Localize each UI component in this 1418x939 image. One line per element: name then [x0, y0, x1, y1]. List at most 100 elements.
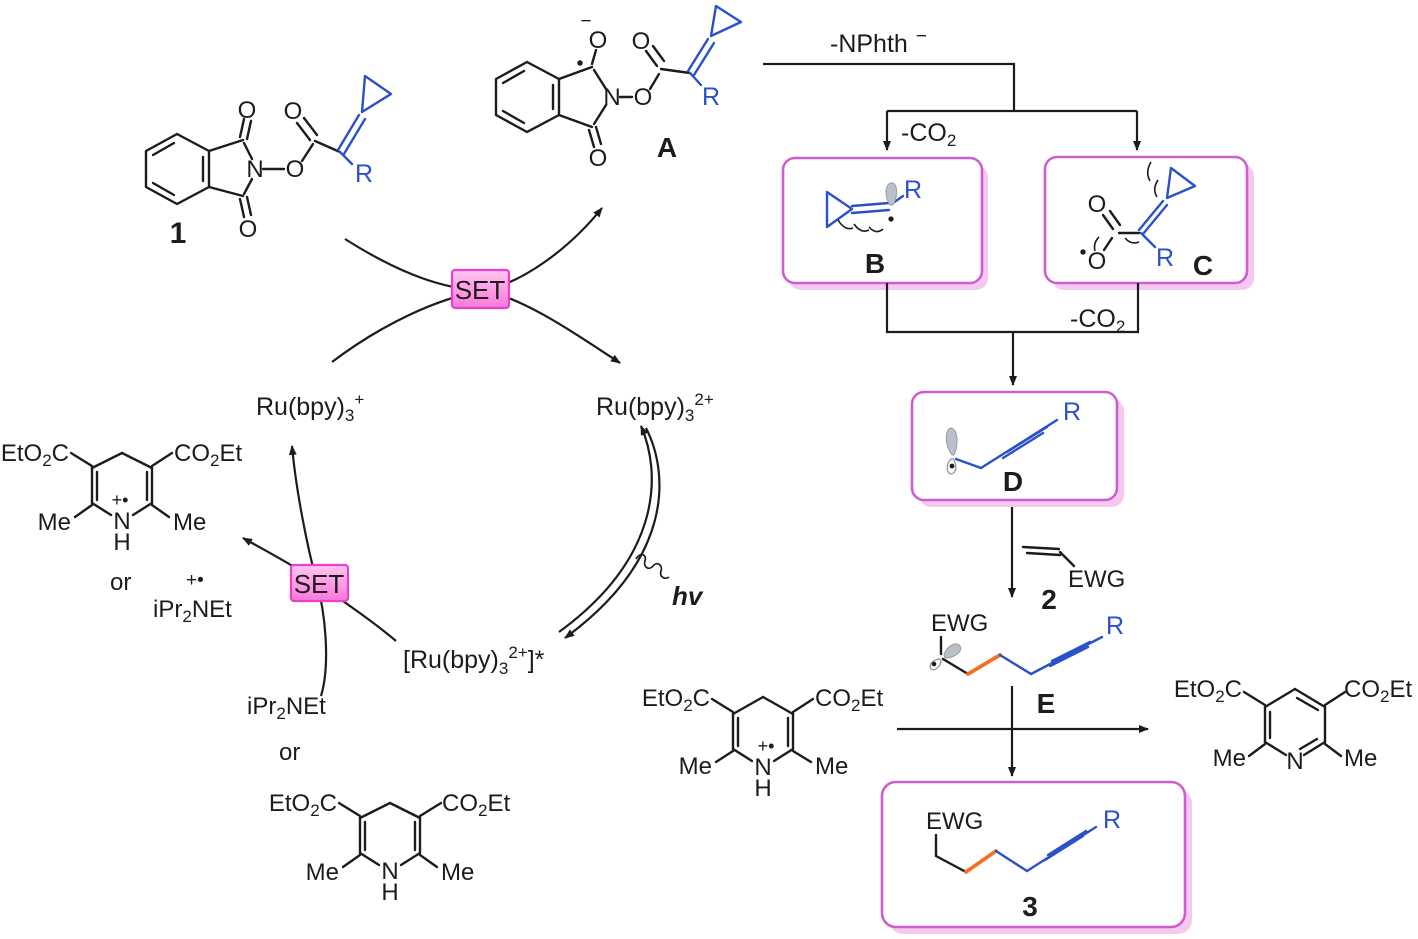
nphth-loss-label: -NPhth−: [830, 26, 927, 58]
intermediate-A-alkene-blue: [686, 4, 743, 87]
methyl-label: Me: [441, 859, 474, 886]
ester-label: EtO2C: [269, 790, 337, 820]
hv-label: hv: [672, 581, 704, 611]
compound-1-alkene-blue: [336, 74, 393, 166]
intermediate-B-box: R B: [781, 156, 988, 290]
atom-O: O: [589, 145, 608, 172]
intermediate-C-box: O O R C: [1043, 155, 1254, 290]
ring-bonds: [337, 801, 443, 869]
radical-dot: [888, 216, 894, 222]
intermediate-A-bonds: [494, 44, 692, 149]
atom-N: N: [113, 508, 130, 535]
atom-O: O: [1088, 191, 1107, 218]
methyl-label: Me: [1213, 745, 1246, 772]
radical-cation-charge: +•: [186, 570, 204, 591]
radical-orbital: [885, 182, 898, 206]
pyridine-product-structure: N Me Me EtO2C CO2Et: [1174, 676, 1413, 775]
atom-N: N: [1286, 748, 1303, 775]
radical-dot: [931, 661, 937, 667]
co2-loss-label: -CO2: [1070, 305, 1125, 336]
excitation-curve-up: [558, 425, 653, 633]
bc-to-d-connector: -CO2: [885, 283, 1140, 386]
or-label: or: [279, 739, 300, 766]
intermediate-A-label: A: [657, 132, 677, 163]
radical-orbital: [943, 643, 962, 659]
ester-label: EtO2C: [642, 685, 710, 715]
atom-N: N: [603, 84, 620, 111]
intermediate-B-structure: R: [825, 176, 922, 233]
ewg-label: EWG: [931, 610, 988, 637]
set-label-bottom: SET: [294, 569, 345, 599]
radical-cation-charge: +•: [758, 736, 775, 756]
intermediate-E-label: E: [1037, 688, 1056, 719]
ring-bonds: [69, 451, 174, 519]
compound-1-bonds: [144, 116, 342, 219]
methyl-label: Me: [815, 753, 848, 780]
ru-excited-label: [Ru(bpy)32+]*: [403, 643, 545, 678]
atom-O: O: [284, 98, 303, 125]
r-group-label: R: [702, 83, 720, 111]
r-group-label: R: [1103, 806, 1121, 834]
atom-H: H: [113, 529, 130, 556]
methyl-label: Me: [173, 509, 206, 536]
atom-O: O: [286, 156, 305, 183]
radical-orbital: [945, 427, 958, 456]
negative-charge: −: [580, 11, 591, 32]
co2-loss-label: -CO2: [901, 119, 956, 150]
hantzsch-radical-cation-center: +• N H Me Me EtO2C CO2Et: [642, 685, 884, 802]
box-frame: [880, 780, 1187, 929]
intermediate-C-structure: O O R: [1080, 161, 1197, 275]
intermediate-A-structure: − O O N O O R A: [494, 4, 743, 172]
methyl-label: Me: [679, 753, 712, 780]
excitation-curve-down: [564, 427, 661, 639]
photoredox-cycle: SET SET Ru(bpy)3+ Ru(bpy)32+ [Ru(bpy)32+…: [242, 207, 714, 697]
intermediate-B-label: B: [865, 248, 885, 279]
atom-O: O: [238, 97, 257, 124]
ewg-label: EWG: [1068, 566, 1125, 593]
radical-cation-charge: +•: [112, 490, 129, 510]
r-group-label: R: [1156, 244, 1174, 272]
intermediate-C-label: C: [1193, 250, 1213, 281]
product-3-structure: EWG R: [926, 806, 1121, 874]
hantzsch-ester-neutral: N H Me Me EtO2C CO2Et: [269, 790, 511, 906]
methyl-label: Me: [38, 509, 71, 536]
r-group-label: R: [355, 160, 373, 188]
methyl-label: Me: [1344, 745, 1377, 772]
ring-bonds: [710, 695, 815, 764]
amine-label: iPr2NEt: [247, 693, 326, 723]
ewg-label: EWG: [926, 808, 983, 835]
radical-dot: [577, 60, 583, 66]
box-frame: [781, 156, 984, 285]
product-3-box: EWG R 3: [880, 780, 1192, 934]
compound-2-label: 2: [1041, 584, 1057, 615]
methyl-label: Me: [306, 859, 339, 886]
r-group-label: R: [904, 176, 922, 204]
ester-label: CO2Et: [174, 440, 242, 470]
reductants-bottom-left: iPr2NEt or N H Me Me EtO2C CO2Et: [247, 693, 510, 906]
atom-H: H: [754, 775, 771, 802]
r-group-label: R: [1063, 398, 1081, 426]
intermediate-D-box: R D: [910, 390, 1124, 507]
radical-dot: [949, 463, 955, 469]
r-group-label: R: [1106, 612, 1124, 640]
amine-label: iPr2NEt: [153, 596, 232, 626]
intermediate-E-structure: EWG R E: [929, 610, 1124, 719]
set-label-top: SET: [455, 275, 506, 305]
ester-label: CO2Et: [1344, 676, 1412, 706]
intermediate-D-structure: R: [945, 398, 1081, 475]
set-box-top: [450, 268, 511, 310]
atom-N: N: [754, 754, 771, 781]
ru-bpy3-plus-label: Ru(bpy)3+: [256, 390, 364, 425]
ester-label: EtO2C: [1174, 676, 1242, 706]
product-3-label: 3: [1022, 891, 1038, 922]
atom-O: O: [634, 84, 653, 111]
atom-O: O: [589, 27, 608, 54]
set-box-bottom: [289, 563, 350, 603]
photon-wavy-line: [635, 553, 670, 580]
or-label: or: [110, 569, 131, 596]
ester-label: CO2Et: [815, 685, 883, 715]
compound-1-label: 1: [170, 217, 187, 250]
atom-O: O: [632, 28, 651, 55]
